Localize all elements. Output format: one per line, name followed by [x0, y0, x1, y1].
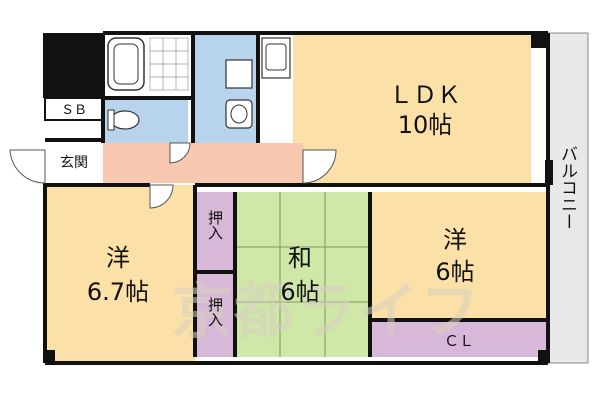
- balcony-label: バルコニー: [557, 145, 577, 230]
- tatami-lines: [235, 192, 370, 357]
- western-room-right: [370, 192, 548, 320]
- wall-block: [538, 350, 548, 363]
- closet-upper-area: [195, 192, 235, 272]
- ldk-size: 10帖: [398, 111, 453, 139]
- hallway: [103, 143, 303, 183]
- washer-icon: [225, 59, 253, 89]
- entrance-area: [45, 140, 103, 183]
- cl-label: ＣＬ: [444, 332, 474, 350]
- japanese-room: [235, 192, 370, 357]
- kitchen-counter-icon: [261, 37, 291, 79]
- closet-lower-label: 押入: [206, 297, 224, 327]
- door-swings: [9, 142, 337, 209]
- walls: [43, 31, 550, 365]
- balcony-area: [547, 32, 589, 364]
- closet-upper-label: 押入: [206, 210, 224, 240]
- japanese-size: 6帖: [280, 278, 319, 306]
- western-right-size: 6帖: [435, 258, 474, 286]
- western-left-name: 洋: [106, 244, 130, 272]
- entrance-label: 玄関: [60, 154, 88, 171]
- ldk-name: ＬＤＫ: [389, 81, 461, 109]
- wall-block: [45, 33, 103, 98]
- sink-icon: [225, 99, 253, 129]
- wall-block: [45, 350, 55, 363]
- western-left-size: 6.7帖: [87, 278, 149, 306]
- cl-closet-area: [370, 320, 548, 357]
- sb-label: ＳＢ: [61, 103, 87, 118]
- watermark: 京都ライフ: [172, 277, 482, 347]
- bathtub-icon: [107, 37, 145, 91]
- wall-block: [545, 160, 553, 185]
- toilet-icon: [107, 109, 140, 131]
- wall-block: [531, 33, 548, 48]
- closet-lower-area: [195, 272, 235, 357]
- western-room-left: [45, 185, 195, 363]
- western-right-name: 洋: [443, 226, 467, 254]
- japanese-name: 和: [288, 244, 312, 272]
- shower-tile-icon: [149, 37, 189, 91]
